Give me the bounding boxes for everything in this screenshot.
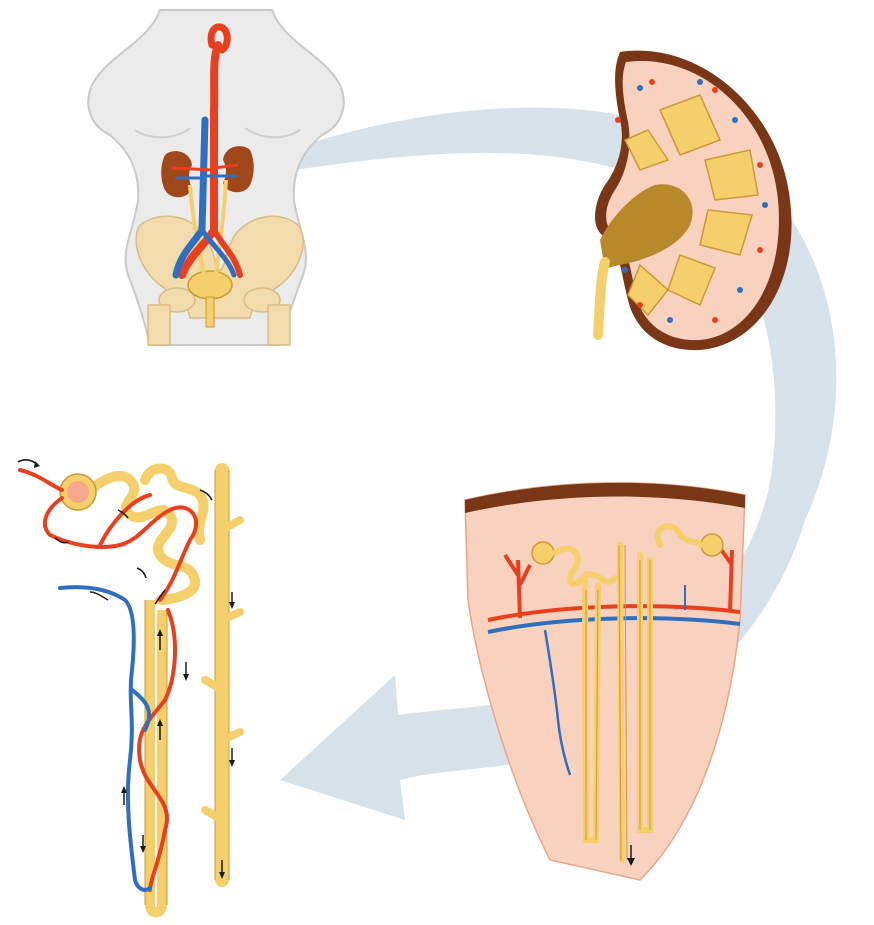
kidney-cross-section <box>595 51 792 350</box>
body-silhouette <box>88 10 344 345</box>
renal-pyramid-wedge <box>465 483 745 880</box>
nephron-detail <box>18 460 240 913</box>
